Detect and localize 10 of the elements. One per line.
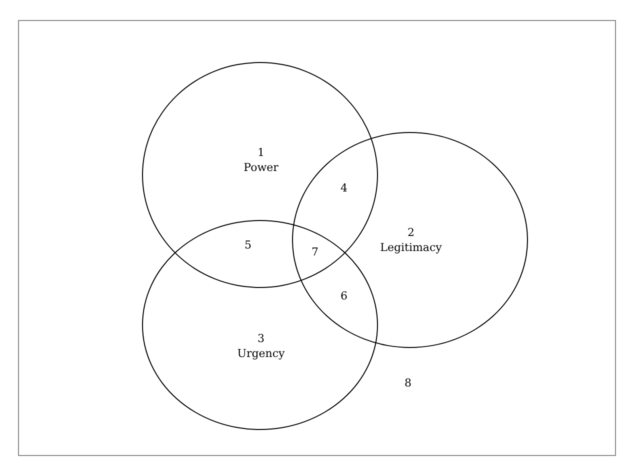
region-number: 4 bbox=[340, 182, 348, 194]
region-number: 7 bbox=[312, 246, 318, 258]
set-ellipse bbox=[292, 132, 528, 348]
set-ellipse bbox=[142, 220, 378, 430]
set-ellipse bbox=[142, 62, 378, 288]
set-name: Urgency bbox=[236, 346, 286, 361]
set-name: Legitimacy bbox=[379, 240, 443, 255]
region-number: 6 bbox=[340, 290, 348, 302]
region-number: 5 bbox=[244, 238, 252, 252]
region-number: 8 bbox=[404, 376, 412, 390]
